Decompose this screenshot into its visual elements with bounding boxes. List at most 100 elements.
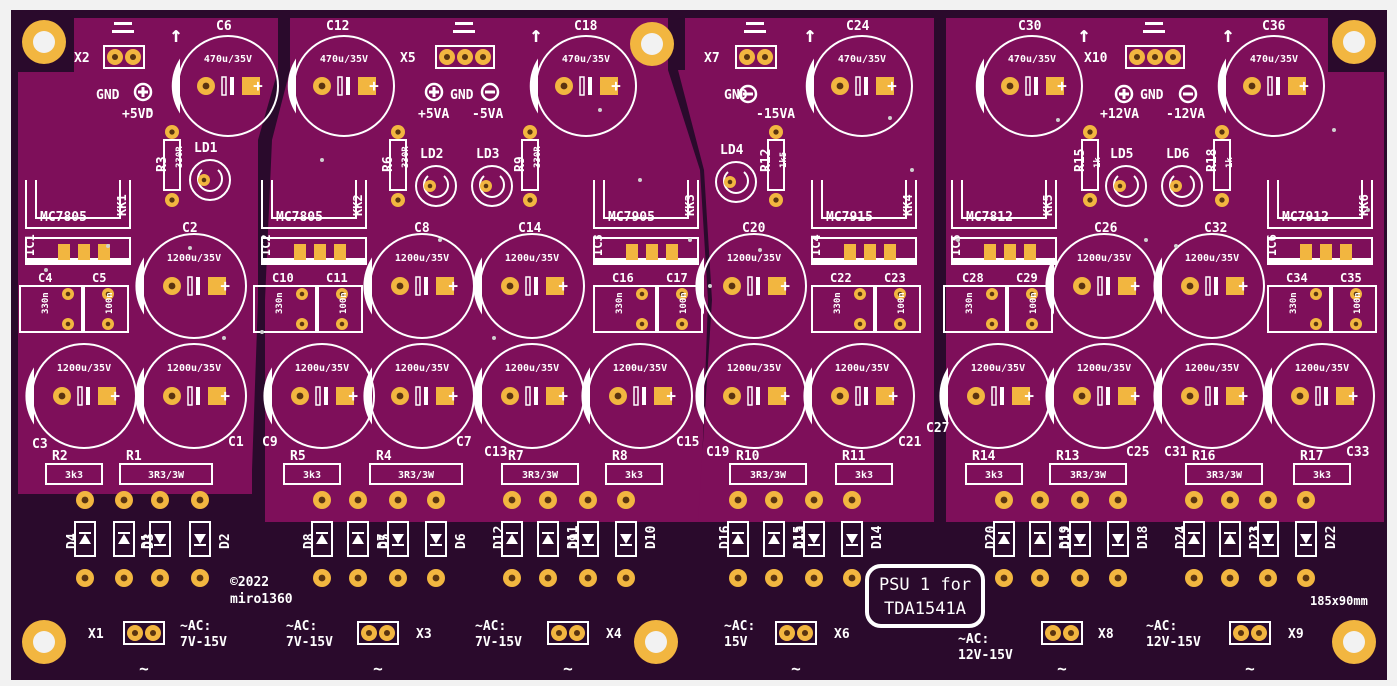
diode-d24-pad-bot-hole — [1190, 574, 1198, 582]
cap-c7-pad-neg-hole — [396, 392, 404, 400]
cap-c27-polarity-band — [939, 367, 948, 425]
cap-c35-pad-b-hole — [1353, 321, 1359, 327]
connector-x4 — [547, 621, 589, 645]
refdes-c28: C28 — [962, 271, 984, 285]
diode-d24-symbol — [1188, 534, 1200, 544]
cap-c31-plate — [1097, 386, 1103, 406]
resistor-r5 — [283, 463, 341, 485]
diode-d13-pad-top-hole — [810, 496, 818, 504]
cap-c20-value: 1200u/35V — [727, 253, 781, 264]
cap-c23-pad-b-hole — [897, 321, 903, 327]
cap-c3-polarity-band — [25, 367, 34, 425]
ac-x8-line1: ~AC: — [958, 632, 989, 647]
regulator-ic5-heatsink-inner — [961, 180, 1047, 219]
mounting-hole-drill — [33, 31, 55, 53]
refdes-ld2: LD2 — [420, 147, 443, 162]
credit-author: miro1360 — [230, 592, 293, 607]
regulator-ic1-tab — [26, 258, 130, 264]
via — [44, 268, 48, 272]
cap-c3-plate2 — [86, 387, 90, 405]
diode-d11-pad-bot-hole — [544, 574, 552, 582]
cap-c19-plus: + — [780, 386, 790, 405]
cap-c21-pad-neg-hole — [836, 392, 844, 400]
label-minus15va: -15VA — [756, 107, 795, 122]
refdes-r10: R10 — [736, 449, 760, 464]
cap-c21-value: 1200u/35V — [835, 363, 889, 374]
diode-d22-pad-bot-hole — [1302, 574, 1310, 582]
diode-d8 — [311, 521, 333, 557]
via — [956, 238, 960, 242]
refdes-r2: R2 — [52, 449, 68, 464]
diode-d19-pad-bot-hole — [1036, 574, 1044, 582]
diode-d19 — [1029, 521, 1051, 557]
cap-c29-pad-a-hole — [1029, 291, 1035, 297]
refdes-c31: C31 — [1164, 445, 1188, 460]
led-ld2-lens — [423, 175, 449, 198]
cap-c29-value: 100n — [1029, 292, 1039, 314]
refdes-c34: C34 — [1286, 271, 1308, 285]
label-gnd-c: GND — [724, 88, 748, 103]
cap-c31-polarity-band — [1045, 367, 1054, 425]
cap-c32-polarity-band — [1153, 257, 1162, 315]
connector-x7-pin-hole — [761, 53, 769, 61]
led-ld5 — [1105, 165, 1147, 207]
diode-d4-pad-top-hole — [81, 496, 89, 504]
diode-d14-bar — [846, 544, 858, 546]
connector-x4-pin-hole — [573, 629, 581, 637]
cap-c7-plate2 — [424, 387, 428, 405]
diode-d13-bar — [808, 544, 820, 546]
regulator-ic4-heatsink — [811, 180, 917, 229]
connector-x3 — [357, 621, 399, 645]
polarity-marker — [424, 82, 444, 102]
cap-c16-pad-a-hole — [639, 291, 645, 297]
refdes-c7: C7 — [456, 435, 472, 450]
regulator-ic1-part: MC7805 — [40, 210, 87, 225]
cap-c9-pad-pos — [336, 387, 354, 405]
cap-c21-plate — [855, 386, 861, 406]
regulator-ic1-hs: KK1 — [115, 194, 129, 216]
cap-c22-pad-b-hole — [857, 321, 863, 327]
cap-c36-pad-pos — [1288, 77, 1306, 95]
resistor-r12 — [767, 139, 785, 191]
diode-d6-pad-bot-hole — [432, 574, 440, 582]
diode-d13 — [803, 521, 825, 557]
resistor-r2-value: 3k3 — [65, 470, 83, 481]
cap-c7-pad-pos — [436, 387, 454, 405]
diode-d8-bar — [316, 532, 328, 534]
current-arrow: ↑ — [1077, 23, 1090, 48]
polarity-v — [141, 87, 145, 97]
cap-c28-pad-a-hole — [989, 291, 995, 297]
cap-c18-pad-pos — [600, 77, 618, 95]
cap-c33-plate — [1315, 386, 1321, 406]
cap-c12-pad-pos — [358, 77, 376, 95]
diode-d19-symbol — [1034, 534, 1046, 544]
polarity-v — [1122, 89, 1126, 99]
diode-d5-bar — [392, 544, 404, 546]
cap-c6-polarity-band — [171, 58, 180, 114]
diode-d10-pad-top-hole — [622, 496, 630, 504]
resistor-r13 — [1049, 463, 1127, 485]
diode-d10-symbol — [620, 534, 632, 544]
cap-c12-value: 470u/35V — [320, 54, 368, 65]
current-arrow: ↑ — [803, 23, 816, 48]
diode-d22-bar — [1300, 544, 1312, 546]
regulator-ic6-part: MC7912 — [1282, 210, 1329, 225]
refdes-c10: C10 — [272, 271, 294, 285]
regulator-ic3-tab — [594, 258, 698, 264]
cap-c32-plate2 — [1214, 277, 1218, 295]
cap-c30-polarity-band — [975, 58, 984, 114]
cap-c28 — [943, 285, 1007, 333]
via — [1366, 208, 1370, 212]
cap-c23-value: 100n — [897, 292, 907, 314]
refdes-d5: D5 — [378, 533, 393, 549]
regulator-ic3-heatsink-inner — [603, 180, 689, 219]
via — [638, 178, 642, 182]
diode-d15-pad-top-hole — [770, 496, 778, 504]
cap-c12-plate — [337, 76, 343, 96]
mounting-hole-drill — [1343, 31, 1365, 53]
diode-d4 — [74, 521, 96, 557]
diode-d3 — [113, 521, 135, 557]
connector-x2 — [103, 45, 145, 69]
resistor-r12-pad-top-hole — [773, 129, 779, 135]
